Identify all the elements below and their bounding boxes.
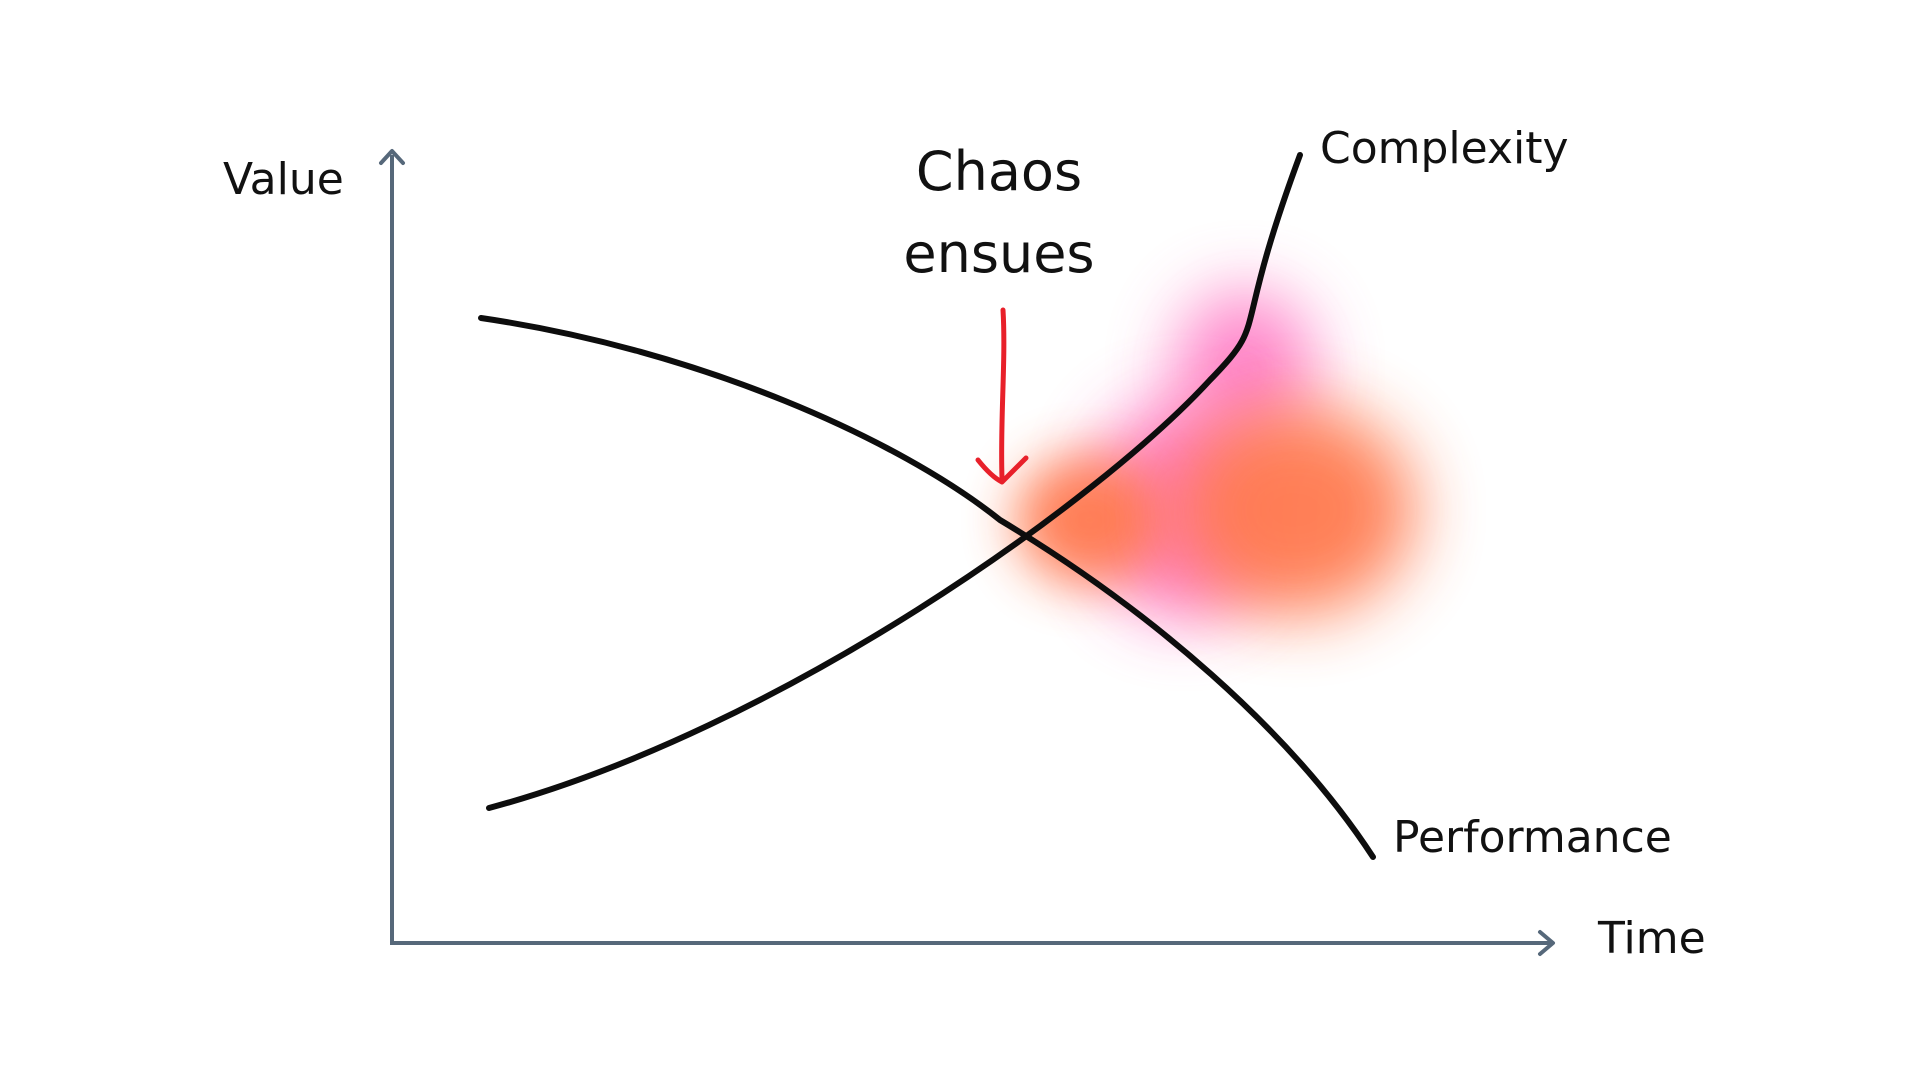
chaos-annotation-arrow xyxy=(975,307,1029,485)
annotation-line-1: Chaos xyxy=(916,140,1082,203)
x-axis-label: Time xyxy=(1597,913,1706,964)
glow-orange-left xyxy=(1015,455,1165,585)
arrow-shaft xyxy=(999,307,1007,481)
glow-orange-right xyxy=(1175,405,1415,615)
x-axis-arrowhead xyxy=(1538,930,1555,956)
axes xyxy=(379,149,1555,956)
complexity-label: Complexity xyxy=(1320,123,1569,174)
annotation-line-2: ensues xyxy=(903,222,1094,285)
y-axis-arrowhead xyxy=(379,149,405,165)
performance-label: Performance xyxy=(1393,812,1672,863)
performance-curve xyxy=(478,315,1376,860)
arrow-head xyxy=(975,455,1029,485)
complexity-curve xyxy=(486,152,1303,811)
y-axis-label: Value xyxy=(223,154,344,205)
